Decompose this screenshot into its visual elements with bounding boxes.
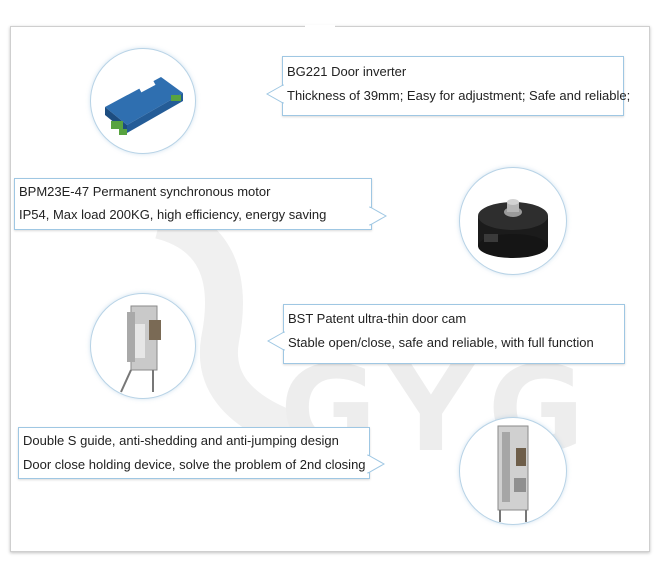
callout-pointer-right: [369, 206, 387, 226]
callout-pointer-left: [267, 331, 285, 351]
door-cam-image: [90, 293, 196, 399]
synchronous-motor-image: [459, 167, 567, 275]
door-inverter-image: [90, 48, 196, 154]
callout-title: Double S guide, anti-shedding and anti-j…: [23, 433, 339, 448]
callout-synchronous-motor: BPM23E-47 Permanent synchronous motor IP…: [14, 178, 372, 230]
callout-door-cam: BST Patent ultra-thin door cam Stable op…: [283, 304, 625, 364]
callout-title: BPM23E-47 Permanent synchronous motor: [19, 184, 271, 199]
callout-door-inverter: BG221 Door inverter Thickness of 39mm; E…: [282, 56, 630, 116]
callout-title: BST Patent ultra-thin door cam: [288, 311, 467, 326]
callout-title: BG221 Door inverter: [287, 64, 407, 79]
callout-description: Stable open/close, safe and reliable, wi…: [288, 335, 594, 350]
callout-s-guide: Double S guide, anti-shedding and anti-j…: [18, 427, 370, 479]
callout-description: Thickness of 39mm; Easy for adjustment; …: [287, 88, 631, 103]
callout-description: IP54, Max load 200KG, high efficiency, e…: [19, 207, 327, 222]
callout-pointer-left: [266, 84, 284, 104]
callout-pointer-right: [367, 454, 385, 474]
notch-seam: [305, 25, 335, 28]
s-guide-device-image: [459, 417, 567, 525]
callout-description: Door close holding device, solve the pro…: [23, 457, 366, 472]
brand-watermark-shape: [154, 201, 298, 440]
